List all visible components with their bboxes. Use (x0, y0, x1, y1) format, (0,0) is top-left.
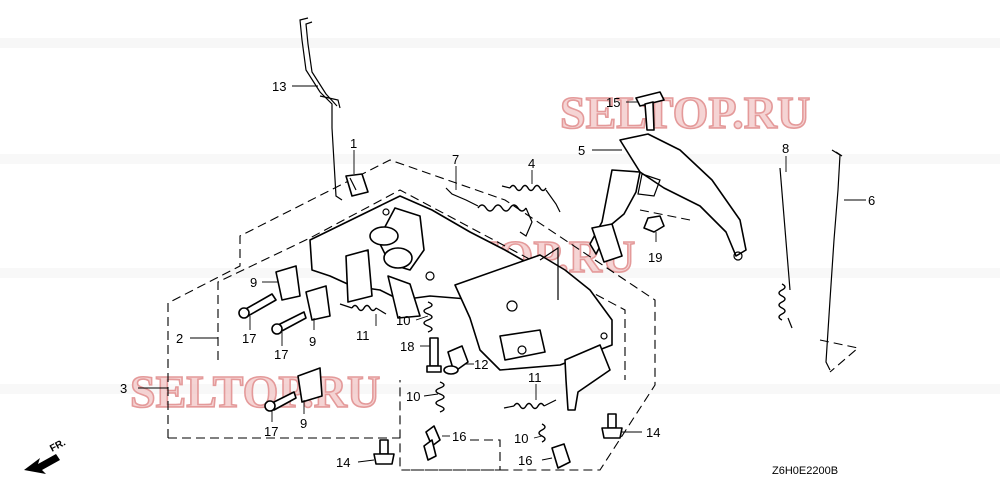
direction-arrow: FR. (24, 437, 68, 474)
callout-18: 18 (400, 339, 414, 354)
callout-14: 14 (646, 425, 660, 440)
spring-part (501, 184, 561, 213)
callout-16: 16 (452, 429, 466, 444)
cable-part (825, 149, 843, 371)
governor-rod (299, 17, 343, 201)
callout-10: 10 (406, 389, 420, 404)
callout-11: 11 (356, 328, 370, 343)
callout-5: 5 (578, 143, 585, 158)
callout-14: 14 (336, 455, 350, 470)
control-lever-arm (589, 133, 747, 263)
callout-3: 3 (120, 381, 127, 396)
screw-part (238, 293, 307, 412)
spring-part (339, 303, 557, 410)
callout-8: 8 (782, 141, 789, 156)
collar-part (443, 345, 469, 375)
callout-12: 12 (474, 357, 488, 372)
callout-4: 4 (528, 156, 535, 171)
callout-9: 9 (309, 334, 316, 349)
callout-16: 16 (518, 453, 532, 468)
diagram-code: Z6H0E2200B (772, 465, 838, 477)
callout-6: 6 (868, 193, 875, 208)
bolt-part (423, 425, 571, 469)
leader-lines (138, 85, 866, 463)
flange-bolt-part (373, 413, 623, 465)
callouts: 13 1 7 4 15 5 8 6 9 9 9 2 3 17 17 17 10 … (120, 79, 875, 470)
clip-part (345, 173, 369, 197)
callout-1: 1 (350, 136, 357, 151)
watermark: SELTOP.RU (130, 366, 380, 417)
callout-2: 2 (176, 331, 183, 346)
spring-part (423, 301, 546, 443)
callout-11: 11 (528, 370, 542, 385)
callout-17: 17 (242, 331, 256, 346)
svg-text:FR.: FR. (48, 437, 68, 454)
bolt-part (635, 91, 665, 131)
callout-19: 19 (648, 250, 662, 265)
callout-15: 15 (606, 95, 620, 110)
callout-10: 10 (396, 313, 410, 328)
watermark: SELTOP.RU (560, 87, 810, 138)
spring-part (778, 167, 793, 329)
control-base-plate (309, 195, 541, 319)
assembly-outline (167, 159, 860, 471)
callout-9: 9 (250, 275, 257, 290)
bolt-part (426, 337, 442, 373)
callout-7: 7 (452, 152, 459, 167)
callout-10: 10 (514, 431, 528, 446)
callout-13: 13 (272, 79, 286, 94)
callout-17: 17 (264, 424, 278, 439)
spring-part (445, 187, 533, 237)
control-lever-plate (454, 246, 613, 411)
nut-part (643, 215, 665, 233)
callout-9: 9 (300, 416, 307, 431)
clamp-part (275, 265, 331, 403)
callout-17: 17 (274, 347, 288, 362)
